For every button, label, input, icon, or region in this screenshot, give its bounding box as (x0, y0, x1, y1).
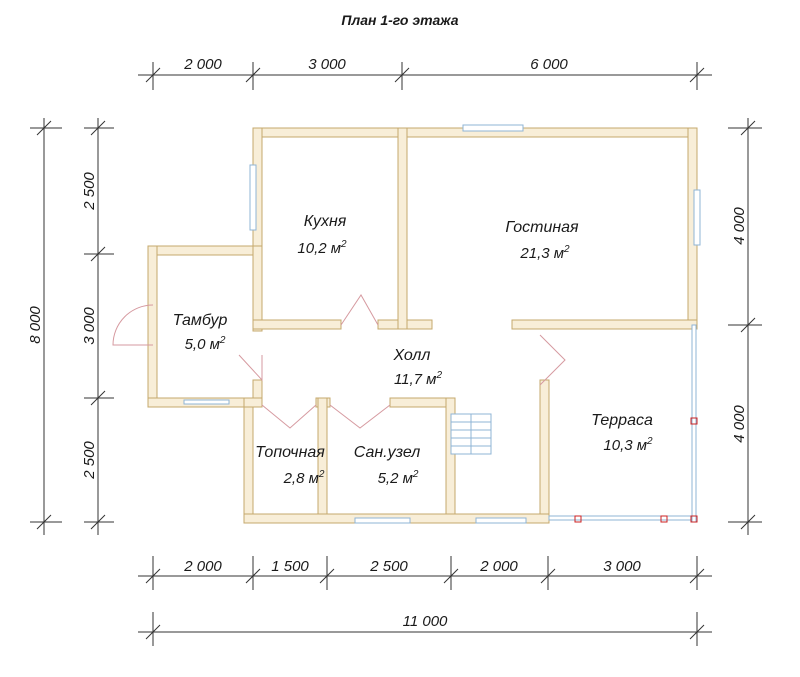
left-dim-1: 2 500 (81, 172, 98, 211)
terrace-name: Терраса (591, 412, 653, 429)
post-2 (660, 515, 668, 523)
plan-title: План 1-го этажа (341, 12, 458, 28)
boiler-area: 2,8 м2 (283, 469, 325, 487)
window-kitchen (249, 164, 257, 231)
windows (183, 124, 701, 524)
post-3 (690, 515, 698, 523)
room-boiler: Топочная 2,8 м2 (255, 444, 325, 487)
left-dimensions: 2 500 3 000 2 500 (81, 118, 114, 535)
walls (147, 127, 698, 524)
total-dim: 11 000 (403, 613, 448, 630)
entrance-door (112, 304, 154, 346)
bathroom-area: 5,2 м2 (378, 469, 419, 487)
window-living-right (693, 189, 701, 246)
vestibule-area: 5,0 м2 (185, 335, 226, 353)
window-living-top (462, 124, 524, 132)
top-dimensions: 2 000 3 000 6 000 (138, 56, 712, 90)
boiler-name: Топочная (255, 444, 325, 461)
window-stair (475, 517, 527, 524)
top-dim-2: 3 000 (308, 56, 346, 73)
hall-vestibule-door (238, 354, 263, 382)
room-living: Гостиная 21,3 м2 (505, 219, 579, 262)
right-dim-1: 4 000 (731, 207, 748, 245)
stairs (450, 413, 492, 455)
terrace-area: 10,3 м2 (603, 436, 653, 454)
top-dim-3: 6 000 (530, 56, 568, 73)
kitchen-door (340, 294, 379, 326)
terrace-posts (574, 417, 698, 523)
window-bath (354, 517, 411, 524)
room-terrace: Терраса 10,3 м2 (591, 412, 653, 454)
left-total-dim: 8 000 (27, 306, 44, 344)
post-1 (574, 515, 582, 523)
terrace-door (539, 334, 566, 386)
room-vestibule: Тамбур 5,0 м2 (173, 312, 228, 353)
living-area: 21,3 м2 (519, 244, 570, 262)
room-bathroom: Сан.узел 5,2 м2 (354, 444, 421, 487)
bottom-dim-2: 1 500 (271, 558, 309, 575)
bottom-dimensions: 2 000 1 500 2 500 2 000 3 000 (138, 556, 712, 590)
total-dimension: 11 000 (138, 612, 712, 646)
bottom-dim-5: 3 000 (603, 558, 641, 575)
doors (112, 294, 566, 429)
living-name: Гостиная (505, 219, 579, 236)
bottom-dim-4: 2 000 (479, 558, 518, 575)
hall-name: Холл (393, 347, 431, 364)
boiler-door (261, 404, 317, 429)
top-dim-1: 2 000 (183, 56, 222, 73)
kitchen-area: 10,2 м2 (297, 239, 347, 257)
left-dim-3: 2 500 (81, 441, 98, 480)
right-dimensions: 4 000 4 000 (728, 118, 762, 535)
bath-door (329, 404, 391, 429)
bathroom-name: Сан.узел (354, 444, 421, 461)
room-hall: Холл 11,7 м2 (393, 347, 443, 388)
hall-area: 11,7 м2 (394, 370, 443, 388)
bottom-dim-3: 2 500 (369, 558, 408, 575)
bottom-dim-1: 2 000 (183, 558, 222, 575)
room-kitchen: Кухня 10,2 м2 (297, 213, 347, 257)
post-4 (690, 417, 698, 425)
right-dim-2: 4 000 (731, 405, 748, 443)
vestibule-name: Тамбур (173, 312, 228, 329)
window-vestibule (183, 399, 230, 405)
left-total-dimension: 8 000 (27, 118, 62, 535)
kitchen-name: Кухня (304, 213, 347, 230)
left-dim-2: 3 000 (81, 307, 98, 345)
